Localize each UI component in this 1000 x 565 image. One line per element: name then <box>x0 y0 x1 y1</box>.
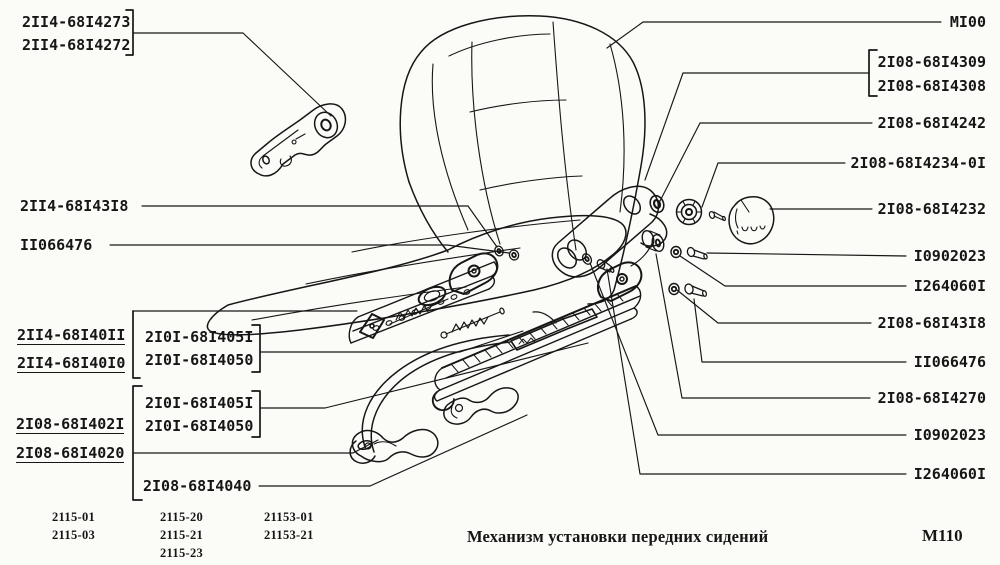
adjuster-washer <box>649 194 665 214</box>
model-code: 2115-23 <box>160 546 204 560</box>
part-label: I264060I <box>913 465 986 483</box>
part-label: 2I08-68I4309 <box>877 53 986 71</box>
pivot-bushing <box>641 229 665 253</box>
nut-upper <box>670 245 682 259</box>
upper-rail <box>348 252 499 344</box>
part-label: I264060I <box>913 277 986 295</box>
part-label: 2I08-68I4040 <box>143 477 252 495</box>
part-label: 2II4-68I40II <box>17 326 126 345</box>
sheet-code: M110 <box>922 526 963 545</box>
handle-lever-left <box>351 428 439 463</box>
model-code: 2115-20 <box>160 510 204 524</box>
part-label: 2I08-68I4020 <box>16 444 125 463</box>
part-label: 2II4-68I4272 <box>22 36 131 54</box>
part-label: 2I08-68I43I8 <box>877 314 986 332</box>
part-label: II066476 <box>20 236 93 254</box>
part-label: 2I08-68I4270 <box>877 389 986 407</box>
part-label: 2I08-68I4308 <box>877 77 986 95</box>
part-label: MI00 <box>949 13 986 31</box>
nut-lower <box>668 282 680 296</box>
part-label: 2I08-68I4234-0I <box>850 154 986 172</box>
part-label: 2I0I-68I405I <box>145 394 254 412</box>
model-code: 21153-21 <box>264 528 314 542</box>
handwheel-screw <box>708 211 726 222</box>
part-label: 2II4-68I4273 <box>22 13 131 31</box>
plate-caption: Механизм установки передних сидений <box>467 527 769 546</box>
bolt-lower <box>684 283 708 297</box>
bolt-upper <box>686 246 708 260</box>
handle-lever-right <box>443 387 519 425</box>
model-code: 2115-03 <box>52 528 96 542</box>
model-code: 2115-21 <box>160 528 204 542</box>
part-label: 2I08-68I4232 <box>877 200 986 218</box>
recliner-knob <box>728 196 775 245</box>
part-label: 2I08-68I4242 <box>877 114 986 132</box>
part-label: 2I08-68I402I <box>16 415 125 434</box>
part-label: I0902023 <box>913 426 986 444</box>
part-label: 2I0I-68I4050 <box>145 351 254 369</box>
lower-rail <box>431 261 643 412</box>
seat-cushion <box>206 214 627 336</box>
cover-plate <box>250 103 347 177</box>
part-label: 2II4-68I43I8 <box>20 197 129 215</box>
part-label: 2II4-68I40I0 <box>17 354 126 373</box>
part-label: 2I0I-68I405I <box>145 328 254 346</box>
handwheel <box>675 198 703 226</box>
model-code: 2115-01 <box>52 510 96 524</box>
bracket-marks <box>125 9 878 501</box>
part-label: II066476 <box>913 353 986 371</box>
adjuster-screw <box>440 307 505 339</box>
part-label: I0902023 <box>913 247 986 265</box>
model-code: 21153-01 <box>264 510 314 524</box>
part-label: 2I0I-68I4050 <box>145 417 254 435</box>
pivot-washers <box>494 245 520 261</box>
